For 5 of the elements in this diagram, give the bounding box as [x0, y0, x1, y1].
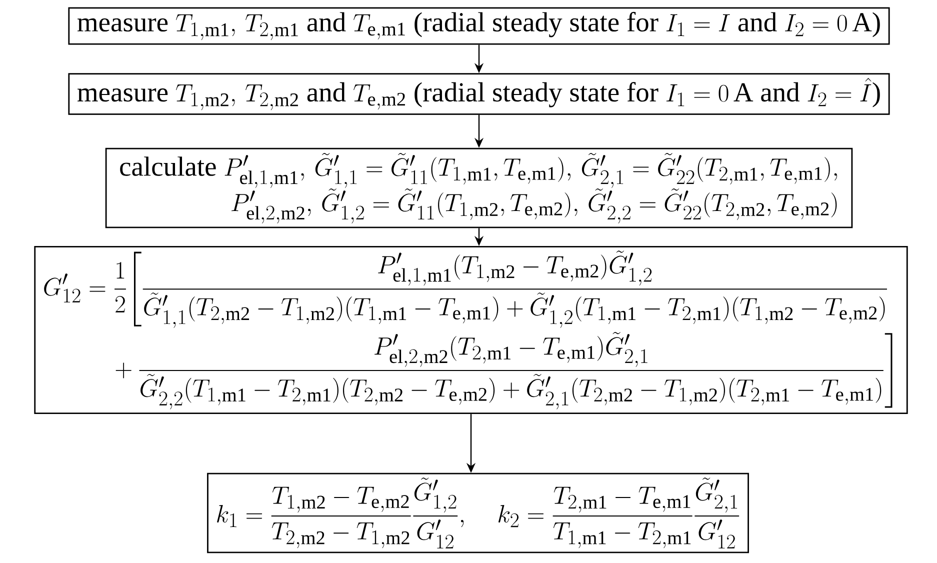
process-box: $\begin{array}{r}\text{calculate } P'_{\mathrm{el},1,\mathrm{m1}},\, \tilde{G}'_{1,1} = \tilde{G}'_{11}(T_{1,\mathrm{m1}}, T_{\mathrm{e,m1}}),\, \tilde{G}'_{2,1} = \tilde{G}'_{22}(T_{2,\mathrm{m1}}, T_{\mathrm{e,m1}}),\\ P'_{\mathrm{el},2,\mathrm{m2}},\, \tilde{G}'_{1,2} = \tilde{G}'_{11}(T_{1,\mathrm{m2}}, T_{\mathrm{e,m2}}),\, \tilde{G}'_{2,2} = \tilde{G}'_{22}(T_{2,\mathrm{m2}}, T_{\mathrm{e,m2}})\end{array}$	[105, 148, 853, 228]
process-box: $\begin{aligned} G'_{12} &= \frac{1}{2}\Bigg[\frac{P'_{\mathrm{el},1,\mathrm{m1}}(T_{1,\mathrm{m2}}-T_{\mathrm{e,m2}})\tilde{G}'_{1,2}}{\tilde{G}'_{1,1}(T_{2,\mathrm{m2}}-T_{1,\mathrm{m2}})(T_{1,\mathrm{m1}}-T_{\mathrm{e,m1}})+\tilde{G}'_{1,2}(T_{1,\mathrm{m1}}-T_{2,\mathrm{m1}})(T_{1,\mathrm{m2}}-T_{\mathrm{e,m2}})}\\ &\quad+\frac{P'_{\mathrm{el},2,\mathrm{m2}}(T_{2,\mathrm{m1}}-T_{\mathrm{e,m1}})\tilde{G}'_{2,1}}{\tilde{G}'_{2,2}(T_{1,\mathrm{m1}}-T_{2,\mathrm{m1}})(T_{2,\mathrm{m2}}-T_{\mathrm{e,m2}})+\tilde{G}'_{2,1}(T_{2,\mathrm{m2}}-T_{1,\mathrm{m2}})(T_{2,\mathrm{m1}}-T_{\mathrm{e,m1}})}\Bigg]\end{aligned}$	[34, 246, 908, 414]
process-box: $\text{measure } T_{1,\mathrm{m1}},\, T_{2,\mathrm{m1}} \text{ and } T_{\mathrm{e,m1}} \text{ (radial steady state for } I_1 = I \text{ and } I_2 = 0\,\mathrm{A}\text{)}$	[68, 7, 890, 45]
process-box: $\text{measure } T_{1,\mathrm{m2}},\, T_{2,\mathrm{m2}} \text{ and } T_{\mathrm{e,m2}} \text{ (radial steady state for } I_1 = 0\,\mathrm{A} \text{ and } I_2 = \hat{I}\text{)}$	[68, 73, 890, 115]
process-box: $k_1 = \frac{T_{1,\mathrm{m2}}-T_{\mathrm{e,m2}}}{T_{2,\mathrm{m2}}-T_{1,\mathrm{m2}}}\frac{\tilde{G}'_{1,2}}{G'_{12}}, \quad k_2 = \frac{T_{2,\mathrm{m1}}-T_{\mathrm{e,m1}}}{T_{1,\mathrm{m1}}-T_{2,\mathrm{m1}}}\frac{\tilde{G}'_{2,1}}{G'_{12}}$	[207, 472, 749, 554]
